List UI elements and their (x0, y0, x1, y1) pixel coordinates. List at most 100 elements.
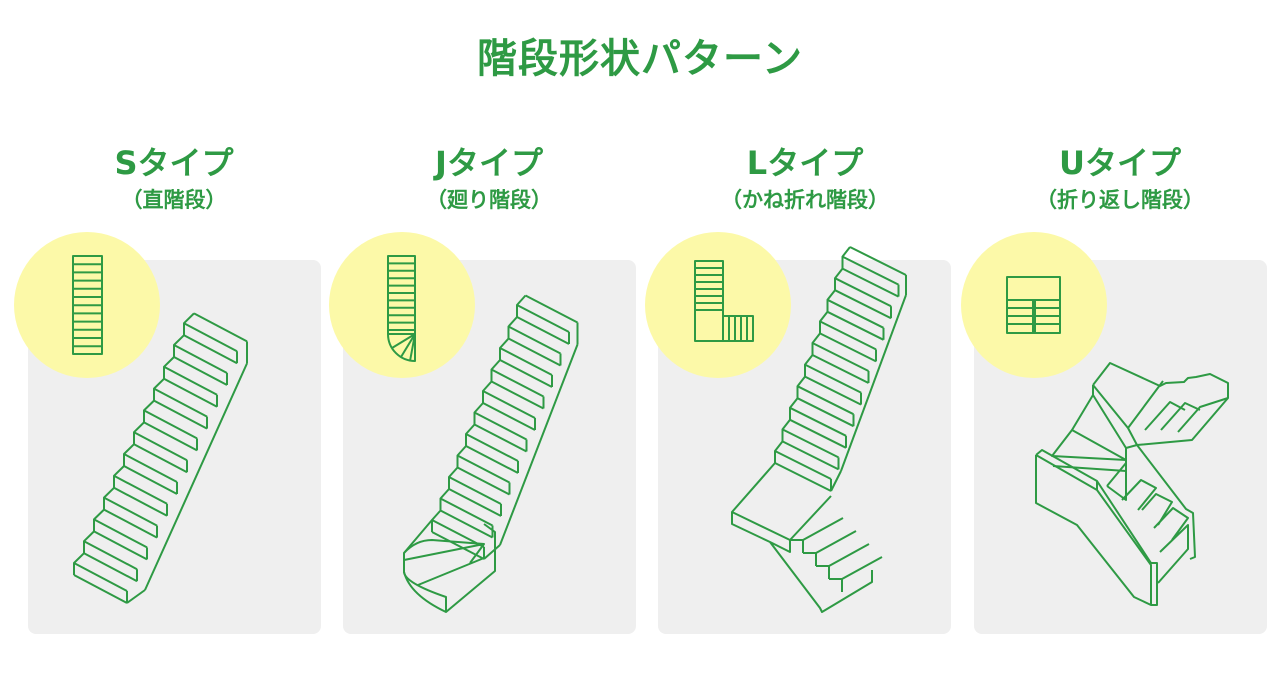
plan-icon-u (1006, 276, 1061, 334)
step-edge (103, 508, 158, 539)
step-edge (113, 474, 168, 505)
type-subtitle: （かね折れ階段） (721, 188, 889, 212)
step-edge (482, 390, 536, 419)
step-edge (819, 320, 877, 351)
step-edge (153, 399, 208, 430)
l-type-landing-lower (731, 462, 883, 613)
step-edge (812, 354, 869, 384)
stringer-edge (126, 589, 146, 604)
lower-nosing (802, 517, 844, 541)
step-edge (193, 312, 248, 343)
step-edge (173, 356, 228, 386)
step-edge (73, 574, 128, 604)
winder-outline (403, 519, 496, 613)
type-subtitle: （廻り階段） (426, 188, 552, 212)
step-edge (474, 411, 527, 441)
step-edge (842, 255, 899, 286)
step-edge (499, 347, 553, 376)
step-edge (457, 466, 510, 496)
step-edge (842, 267, 899, 298)
step-edge (789, 406, 847, 437)
step-edge (812, 342, 869, 372)
stringer-edge (830, 470, 842, 492)
step-edge (465, 445, 519, 474)
step-edge (123, 453, 178, 483)
step-edge (804, 375, 862, 406)
step-edge (516, 304, 570, 333)
step-edge (163, 365, 218, 396)
plan-icon-l (694, 260, 754, 342)
type-subtitle: （直階段） (121, 188, 227, 212)
step-edge (133, 431, 188, 462)
landing (731, 462, 873, 613)
step-edge (183, 322, 238, 353)
s-type-stair (73, 312, 248, 604)
step-edge (782, 428, 839, 459)
step-edge (83, 540, 138, 571)
step-edge (508, 325, 561, 355)
step-edge (797, 397, 854, 428)
step-edge (819, 332, 877, 363)
stringer-edge (499, 344, 579, 546)
step-edge (440, 509, 493, 539)
stringer-edge (144, 362, 248, 591)
step-edge (183, 334, 238, 365)
step-edge (834, 277, 892, 308)
step-edge (143, 409, 198, 440)
step-edge (774, 462, 832, 492)
u-type-stair (1035, 362, 1229, 606)
lower-nosing (828, 543, 870, 567)
type-subtitle: （折り返し階段） (1036, 188, 1204, 212)
step-edge (804, 363, 862, 394)
plan-icon-s (72, 255, 103, 355)
step-edge (93, 530, 148, 561)
step-edge (448, 488, 502, 517)
step-edge (482, 402, 536, 431)
plan-circle-l (645, 232, 791, 378)
step-edge (440, 497, 493, 527)
step-edge (113, 486, 168, 517)
step-edge (153, 387, 208, 418)
step-edge (499, 359, 553, 388)
plan-icon-j (387, 255, 416, 362)
step-edge (133, 443, 188, 474)
step-edge (849, 246, 907, 276)
plan-outline (694, 260, 724, 342)
type-label: Sタイプ (114, 144, 234, 182)
step-edge (491, 368, 544, 398)
step-edge (474, 423, 527, 453)
step-edge (143, 421, 198, 452)
type-label: Lタイプ (746, 144, 864, 182)
j-type-stair-flight (431, 294, 579, 560)
step-edge (123, 465, 178, 495)
winder-steps (403, 539, 485, 612)
step-edge (834, 289, 892, 320)
step-edge (516, 316, 570, 345)
type-label: Uタイプ (1059, 144, 1181, 182)
step-edge (448, 476, 502, 505)
stringer-edge (840, 294, 907, 472)
step-edge (73, 562, 128, 592)
l-type-upper-flight (774, 246, 907, 492)
step-edge (465, 433, 519, 462)
step-edge (525, 294, 578, 324)
step-edge (827, 310, 884, 341)
stringer-edge (483, 544, 501, 560)
page-title: 階段形状パターン (477, 36, 803, 82)
plan-outline (722, 315, 754, 342)
step-edge (93, 518, 148, 549)
step-edge (491, 380, 544, 410)
step-edge (827, 298, 884, 329)
step-edge (103, 496, 158, 527)
step-edge (782, 440, 839, 471)
step-edge (797, 385, 854, 416)
step-edge (83, 552, 138, 583)
type-label: Jタイプ (435, 144, 543, 182)
lower-nosing (841, 556, 883, 580)
step-edge (173, 344, 228, 374)
step-edge (774, 450, 832, 480)
step-edge (789, 418, 847, 449)
winder-plan (387, 330, 416, 362)
step-edge (508, 337, 561, 367)
